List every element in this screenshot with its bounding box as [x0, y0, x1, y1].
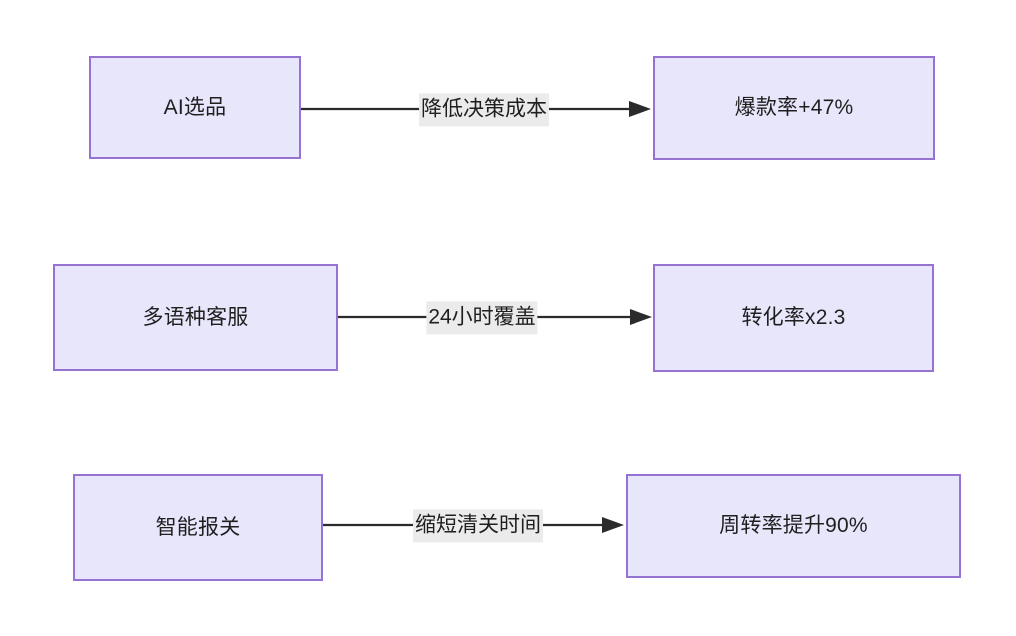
- node-source-2-label: 多语种客服: [142, 305, 249, 329]
- node-source-2[interactable]: 多语种客服: [53, 264, 338, 371]
- node-target-2[interactable]: 转化率x2.3: [653, 264, 934, 372]
- node-target-1[interactable]: 爆款率+47%: [653, 56, 935, 160]
- node-target-2-label: 转化率x2.3: [741, 306, 846, 330]
- node-target-3[interactable]: 周转率提升90%: [626, 474, 961, 578]
- edge-label-3: 缩短清关时间: [413, 509, 543, 543]
- node-target-1-label: 爆款率+47%: [734, 96, 854, 120]
- node-source-1[interactable]: AI选品: [89, 56, 301, 159]
- node-target-3-label: 周转率提升90%: [719, 514, 868, 538]
- node-source-3-label: 智能报关: [155, 515, 241, 539]
- edge-label-2: 24小时覆盖: [426, 301, 538, 335]
- edge-label-1: 降低决策成本: [419, 93, 549, 127]
- node-source-3[interactable]: 智能报关: [73, 474, 323, 581]
- node-source-1-label: AI选品: [163, 95, 227, 119]
